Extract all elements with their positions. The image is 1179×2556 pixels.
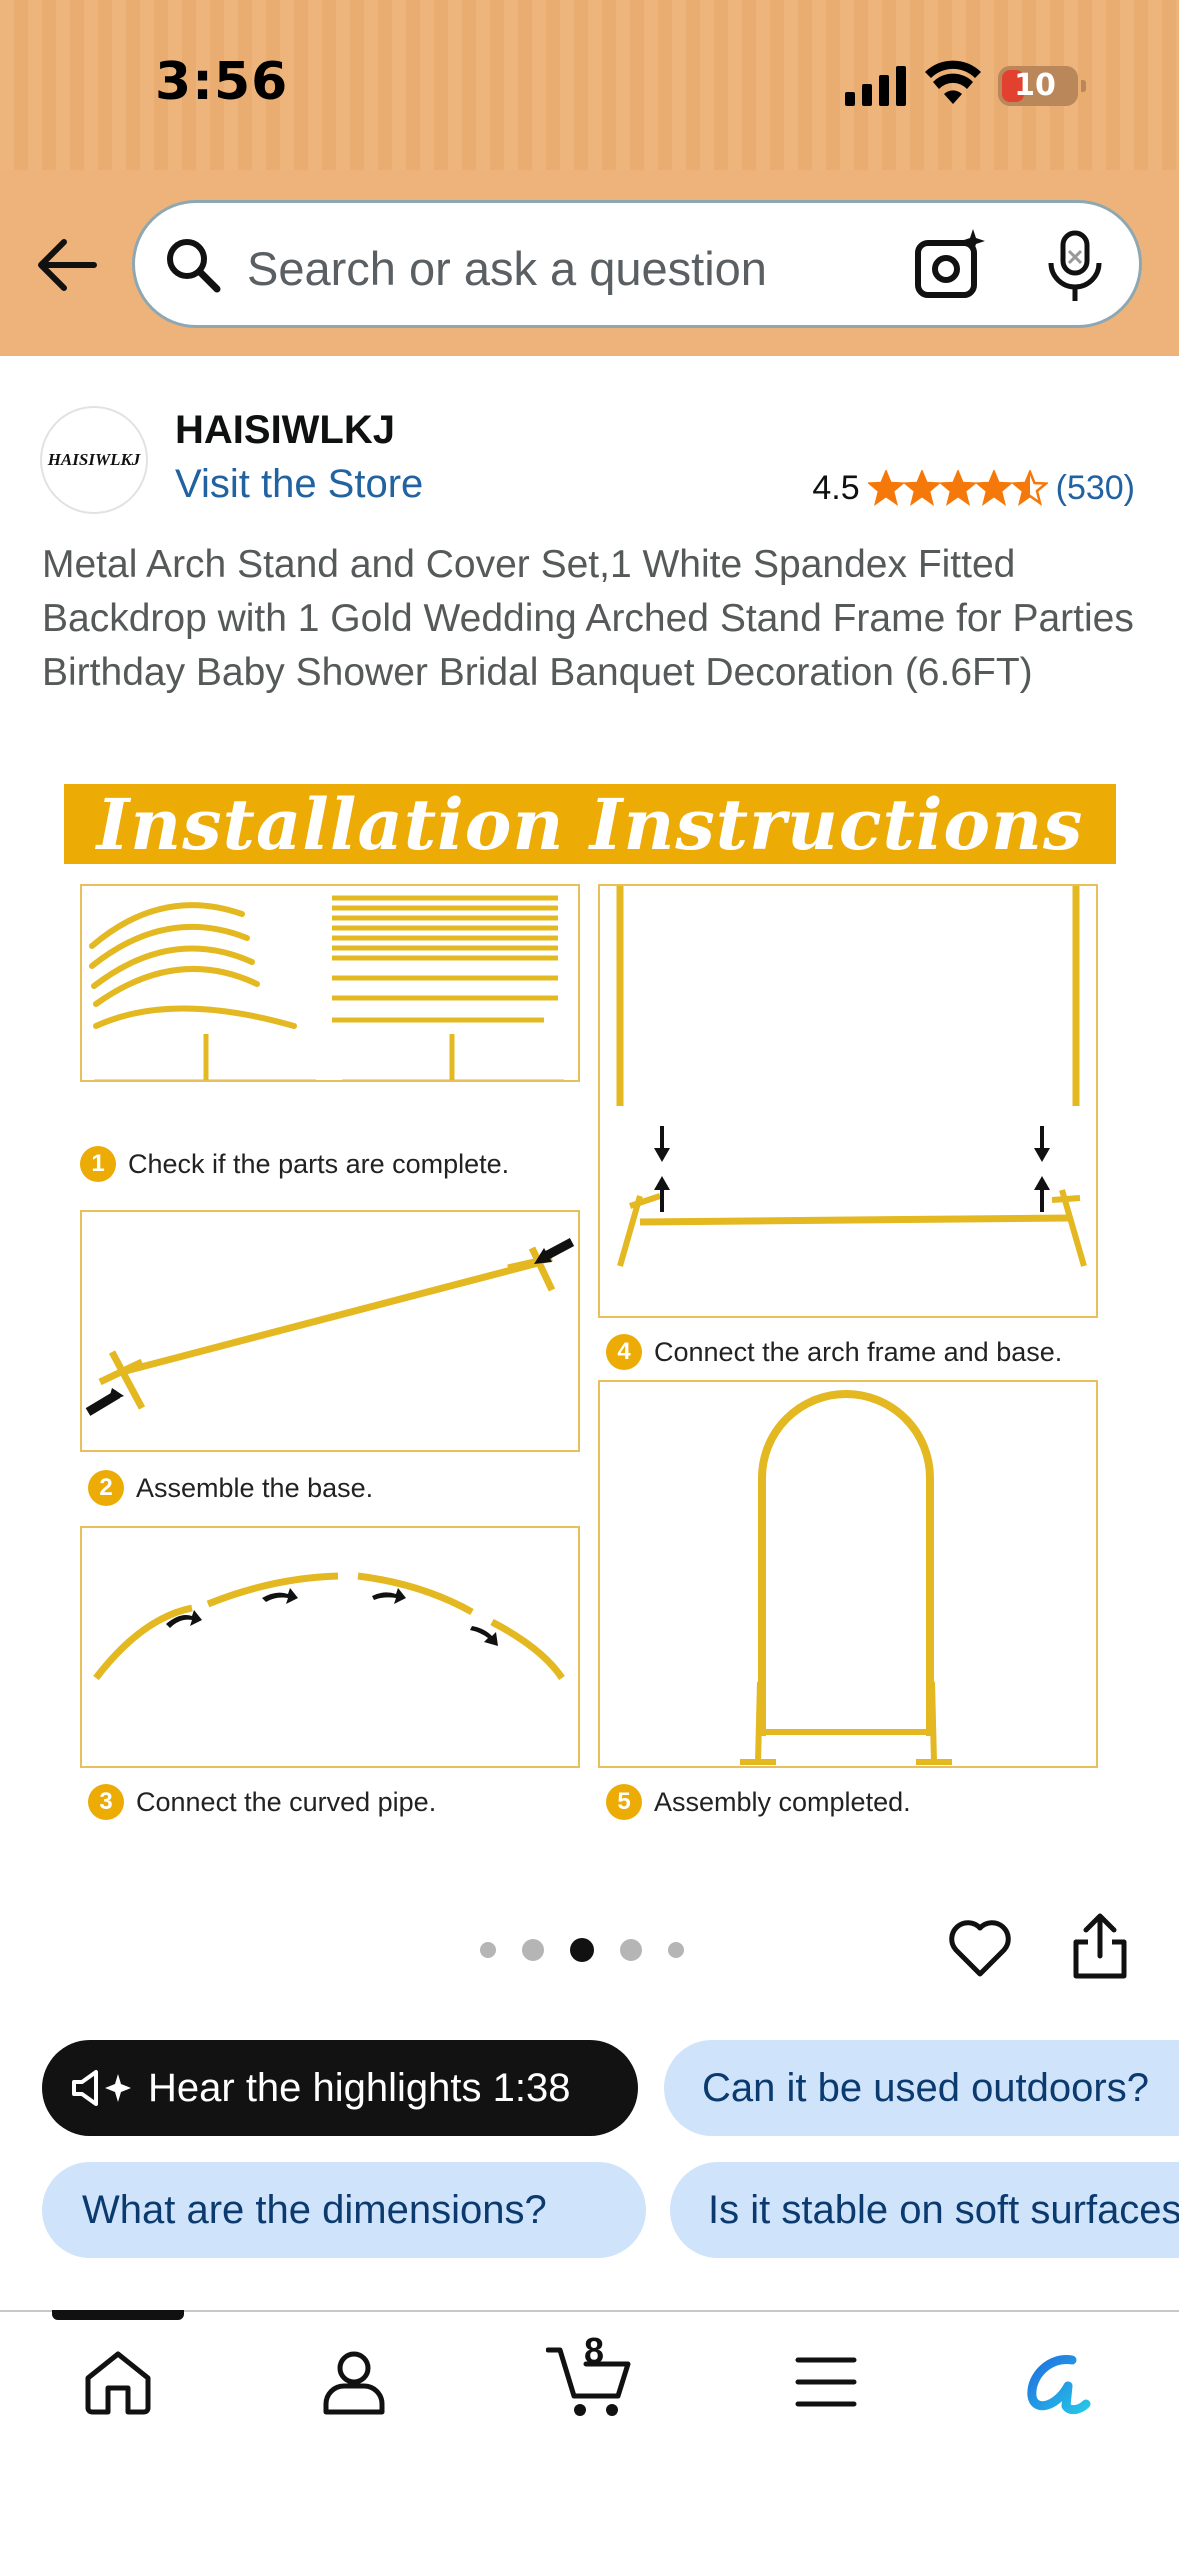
step-5-label: Assembly completed. bbox=[654, 1786, 911, 1817]
step-4-image bbox=[598, 884, 1098, 1318]
step-4-label: Connect the arch frame and base. bbox=[654, 1336, 1063, 1367]
brand-logo-text: HAISIWLKJ bbox=[47, 450, 141, 469]
cellular-signal-icon bbox=[845, 66, 906, 106]
step-3-label: Connect the curved pipe. bbox=[136, 1786, 437, 1817]
hear-highlights-label: Hear the highlights 1:38 bbox=[148, 2065, 571, 2110]
step-1-label: Check if the parts are complete. bbox=[128, 1148, 510, 1179]
home-icon[interactable] bbox=[82, 2346, 154, 2418]
completed-arch-illustration bbox=[740, 1390, 952, 1765]
cart-count: 8 bbox=[584, 2330, 605, 2371]
step-2-caption: 2 Assemble the base. bbox=[88, 1470, 373, 1506]
battery-level: 10 bbox=[1014, 68, 1056, 103]
account-icon[interactable] bbox=[318, 2346, 390, 2418]
banner-text: Installation Instructions bbox=[96, 782, 1084, 866]
search-input[interactable]: Search or ask a question bbox=[247, 242, 767, 295]
pagination-dot[interactable] bbox=[668, 1942, 684, 1958]
rating-summary[interactable]: 4.5 (530) bbox=[812, 466, 1135, 510]
bottom-navigation bbox=[0, 2310, 1179, 2556]
status-time: 3:56 bbox=[155, 52, 289, 112]
instructions-banner: Installation Instructions bbox=[64, 782, 1116, 866]
pagination-dot[interactable] bbox=[620, 1939, 642, 1961]
camera-search-icon[interactable] bbox=[913, 227, 989, 303]
brand-name: HAISIWLKJ bbox=[175, 408, 395, 452]
cart-button[interactable]: 8 bbox=[545, 2330, 632, 2420]
search-icon bbox=[167, 239, 221, 293]
question-chip-dimensions-label: What are the dimensions? bbox=[82, 2187, 547, 2232]
step-2-image bbox=[80, 1210, 580, 1452]
step-3-image bbox=[80, 1526, 580, 1768]
wifi-icon bbox=[925, 60, 981, 104]
arch-base-illustration bbox=[616, 886, 1087, 1267]
review-count[interactable]: (530) bbox=[1055, 468, 1135, 507]
brand-logo[interactable]: HAISIWLKJ bbox=[40, 406, 148, 514]
step-2-label: Assemble the base. bbox=[136, 1472, 374, 1503]
speaker-sparkle-icon bbox=[72, 2070, 131, 2106]
status-bar: 3:56 10 bbox=[0, 0, 1179, 170]
star-icon bbox=[975, 470, 1012, 506]
step-2-badge: 2 bbox=[88, 1470, 124, 1506]
question-chip-stable-label: Is it stable on soft surfaces? bbox=[708, 2187, 1179, 2232]
curved-pipe-illustration bbox=[93, 1572, 565, 1681]
search-bar[interactable]: Search or ask a question bbox=[132, 200, 1142, 328]
step-3-caption: 3 Connect the curved pipe. bbox=[88, 1784, 436, 1820]
rufus-icon[interactable] bbox=[1022, 2346, 1094, 2418]
image-pagination[interactable] bbox=[480, 1938, 684, 1962]
step-1-image bbox=[80, 884, 580, 1114]
step-5-image bbox=[598, 1380, 1098, 1768]
step-5-caption: 5 Assembly completed. bbox=[606, 1784, 911, 1820]
question-chip-dimensions[interactable]: What are the dimensions? bbox=[42, 2162, 646, 2258]
product-image[interactable]: Installation Instructions 1 bbox=[64, 782, 1116, 1824]
heart-icon[interactable] bbox=[948, 1918, 1012, 1980]
battery-icon: 10 bbox=[998, 66, 1086, 106]
pagination-dot[interactable] bbox=[522, 1939, 544, 1961]
step-4-badge: 4 bbox=[606, 1334, 642, 1370]
rating-score: 4.5 bbox=[812, 468, 860, 507]
product-title: Metal Arch Stand and Cover Set,1 White S… bbox=[42, 543, 1134, 694]
question-chip-stable[interactable]: Is it stable on soft surfaces? bbox=[670, 2162, 1179, 2258]
menu-icon[interactable] bbox=[790, 2346, 862, 2418]
star-rating bbox=[867, 470, 1048, 506]
question-chip-outdoors[interactable]: Can it be used outdoors? bbox=[664, 2040, 1179, 2136]
hear-highlights-button[interactable]: Hear the highlights 1:38 bbox=[42, 2040, 638, 2136]
back-arrow-icon[interactable] bbox=[32, 230, 102, 300]
step-1-badge: 1 bbox=[80, 1146, 116, 1182]
visit-store-link[interactable]: Visit the Store bbox=[175, 462, 424, 506]
pagination-dot[interactable] bbox=[480, 1942, 496, 1958]
parts-illustration bbox=[87, 895, 573, 1114]
active-tab-indicator bbox=[52, 2310, 184, 2320]
step-4-caption: 4 Connect the arch frame and base. bbox=[606, 1334, 1062, 1370]
microphone-icon[interactable] bbox=[1043, 229, 1107, 305]
star-icon bbox=[903, 470, 940, 506]
step-3-badge: 3 bbox=[88, 1784, 124, 1820]
step-5-badge: 5 bbox=[606, 1784, 642, 1820]
star-icon bbox=[867, 470, 904, 506]
question-chip-outdoors-label: Can it be used outdoors? bbox=[702, 2065, 1149, 2110]
cart-icon bbox=[545, 2347, 631, 2416]
pagination-dot[interactable] bbox=[570, 1938, 594, 1962]
share-icon[interactable] bbox=[1070, 1912, 1130, 1980]
step-1-caption: 1 Check if the parts are complete. bbox=[80, 1146, 509, 1182]
base-illustration bbox=[85, 1238, 575, 1416]
star-icon bbox=[939, 470, 976, 506]
star-icon bbox=[1011, 470, 1048, 506]
